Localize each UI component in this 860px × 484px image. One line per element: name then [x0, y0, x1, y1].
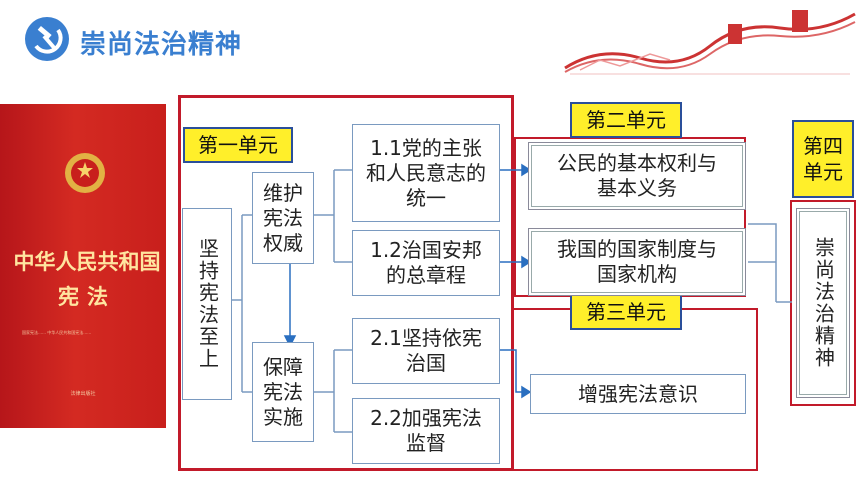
leaf-node-2-1: 2.1坚持依宪治国 [352, 318, 500, 384]
unit-two-tag: 第二单元 [570, 102, 682, 138]
leaf-node-1-2: 1.2治国安邦的总章程 [352, 230, 500, 296]
branch-node-maintain: 维护宪法权威 [252, 172, 314, 264]
book-title: 中华人民共和国 [13, 250, 161, 274]
right-node-awareness: 增强宪法意识 [530, 374, 746, 414]
leaf-node-1-1: 1.1党的主张和人民意志的统一 [352, 124, 500, 222]
right-node-system: 我国的国家制度与国家机构 [528, 228, 746, 296]
unit-four-tag: 第四单元 [792, 120, 854, 198]
hammer-sickle-icon [24, 16, 70, 62]
page-title: 崇尚法治精神 [80, 30, 243, 60]
book-subtitle: 宪法 [58, 285, 116, 309]
unit-four-frame [790, 200, 856, 406]
unit-three-frame [512, 308, 758, 471]
book-body-text: 国家宪法…… 中华人民共和国宪法…… [22, 330, 92, 335]
right-node-rights: 公民的基本权利与基本义务 [528, 142, 746, 210]
root-node: 坚持宪法至上 [182, 208, 232, 400]
book-publisher: 法律出版社 [70, 391, 96, 397]
unit-three-tag: 第三单元 [570, 294, 682, 330]
leaf-node-2-2: 2.2加强宪法监督 [352, 398, 500, 464]
national-emblem-icon [62, 150, 108, 200]
great-wall-illustration [560, 6, 860, 76]
unit-one-tag: 第一单元 [183, 127, 293, 163]
branch-node-ensure: 保障宪法实施 [252, 342, 314, 442]
unit-one-frame [178, 95, 514, 471]
unit-four-content: 崇尚法治精神 [796, 208, 850, 398]
